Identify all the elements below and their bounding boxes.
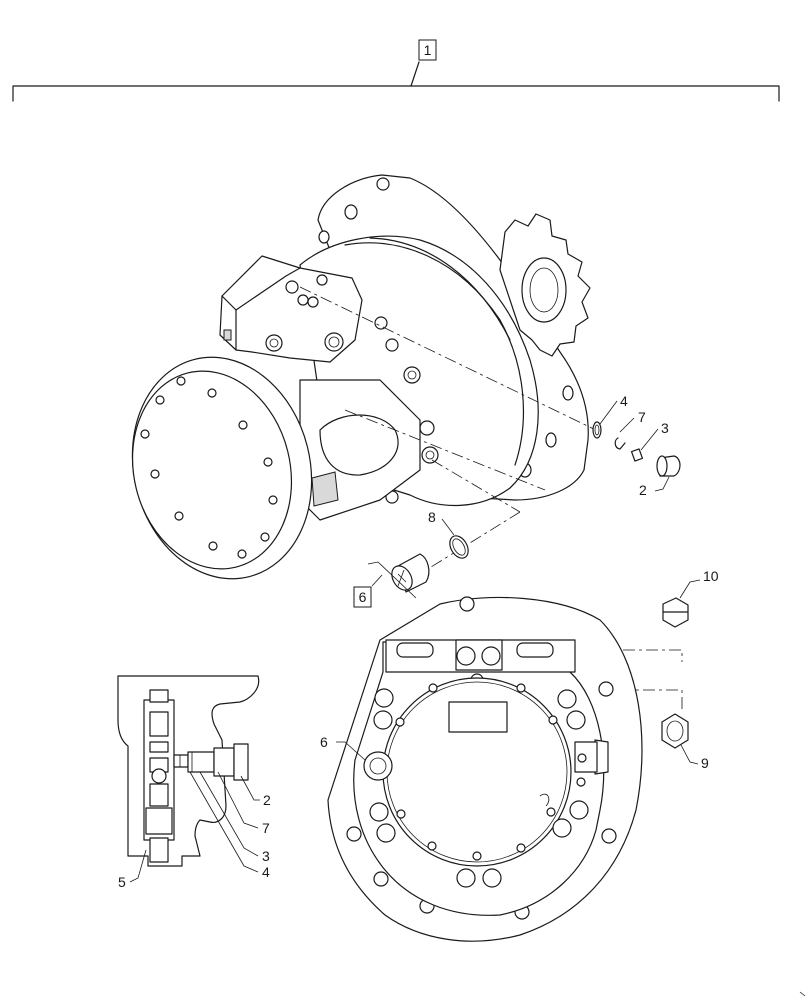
callout-5-section: 5 [118,874,126,890]
drive-motor-isometric [131,174,601,581]
valve-block [219,255,363,363]
callout-2-upper: 2 [639,482,647,498]
callout-7-section: 7 [262,820,270,836]
housing-ports [372,316,439,504]
callout-1: 1 [424,42,432,58]
end-cover [131,356,313,580]
cap-screws [369,683,589,888]
assembly-bracket: 1 [12,39,780,102]
motor-face-view: 6 [320,596,643,942]
callout-6-box: 6 [359,589,367,605]
oring-and-plug: 8 6 [353,509,469,608]
callout-4-section: 4 [262,864,270,880]
callout-6-face: 6 [320,734,328,750]
callout-9: 9 [701,755,709,771]
exploded-plug-parts: 4 7 3 2 [592,393,681,498]
corner-mark [799,991,806,997]
nuts: 10 9 [600,568,719,771]
callout-7-upper: 7 [638,409,646,425]
callout-8: 8 [428,509,436,525]
callout-3-section: 3 [262,848,270,864]
callout-3-upper: 3 [661,420,669,436]
callout-2-section: 2 [263,792,271,808]
drive-sprocket [499,213,591,357]
callout-4-upper: 4 [620,393,628,409]
callout-10: 10 [703,568,719,584]
section-view: 2 7 3 4 5 [117,675,271,890]
